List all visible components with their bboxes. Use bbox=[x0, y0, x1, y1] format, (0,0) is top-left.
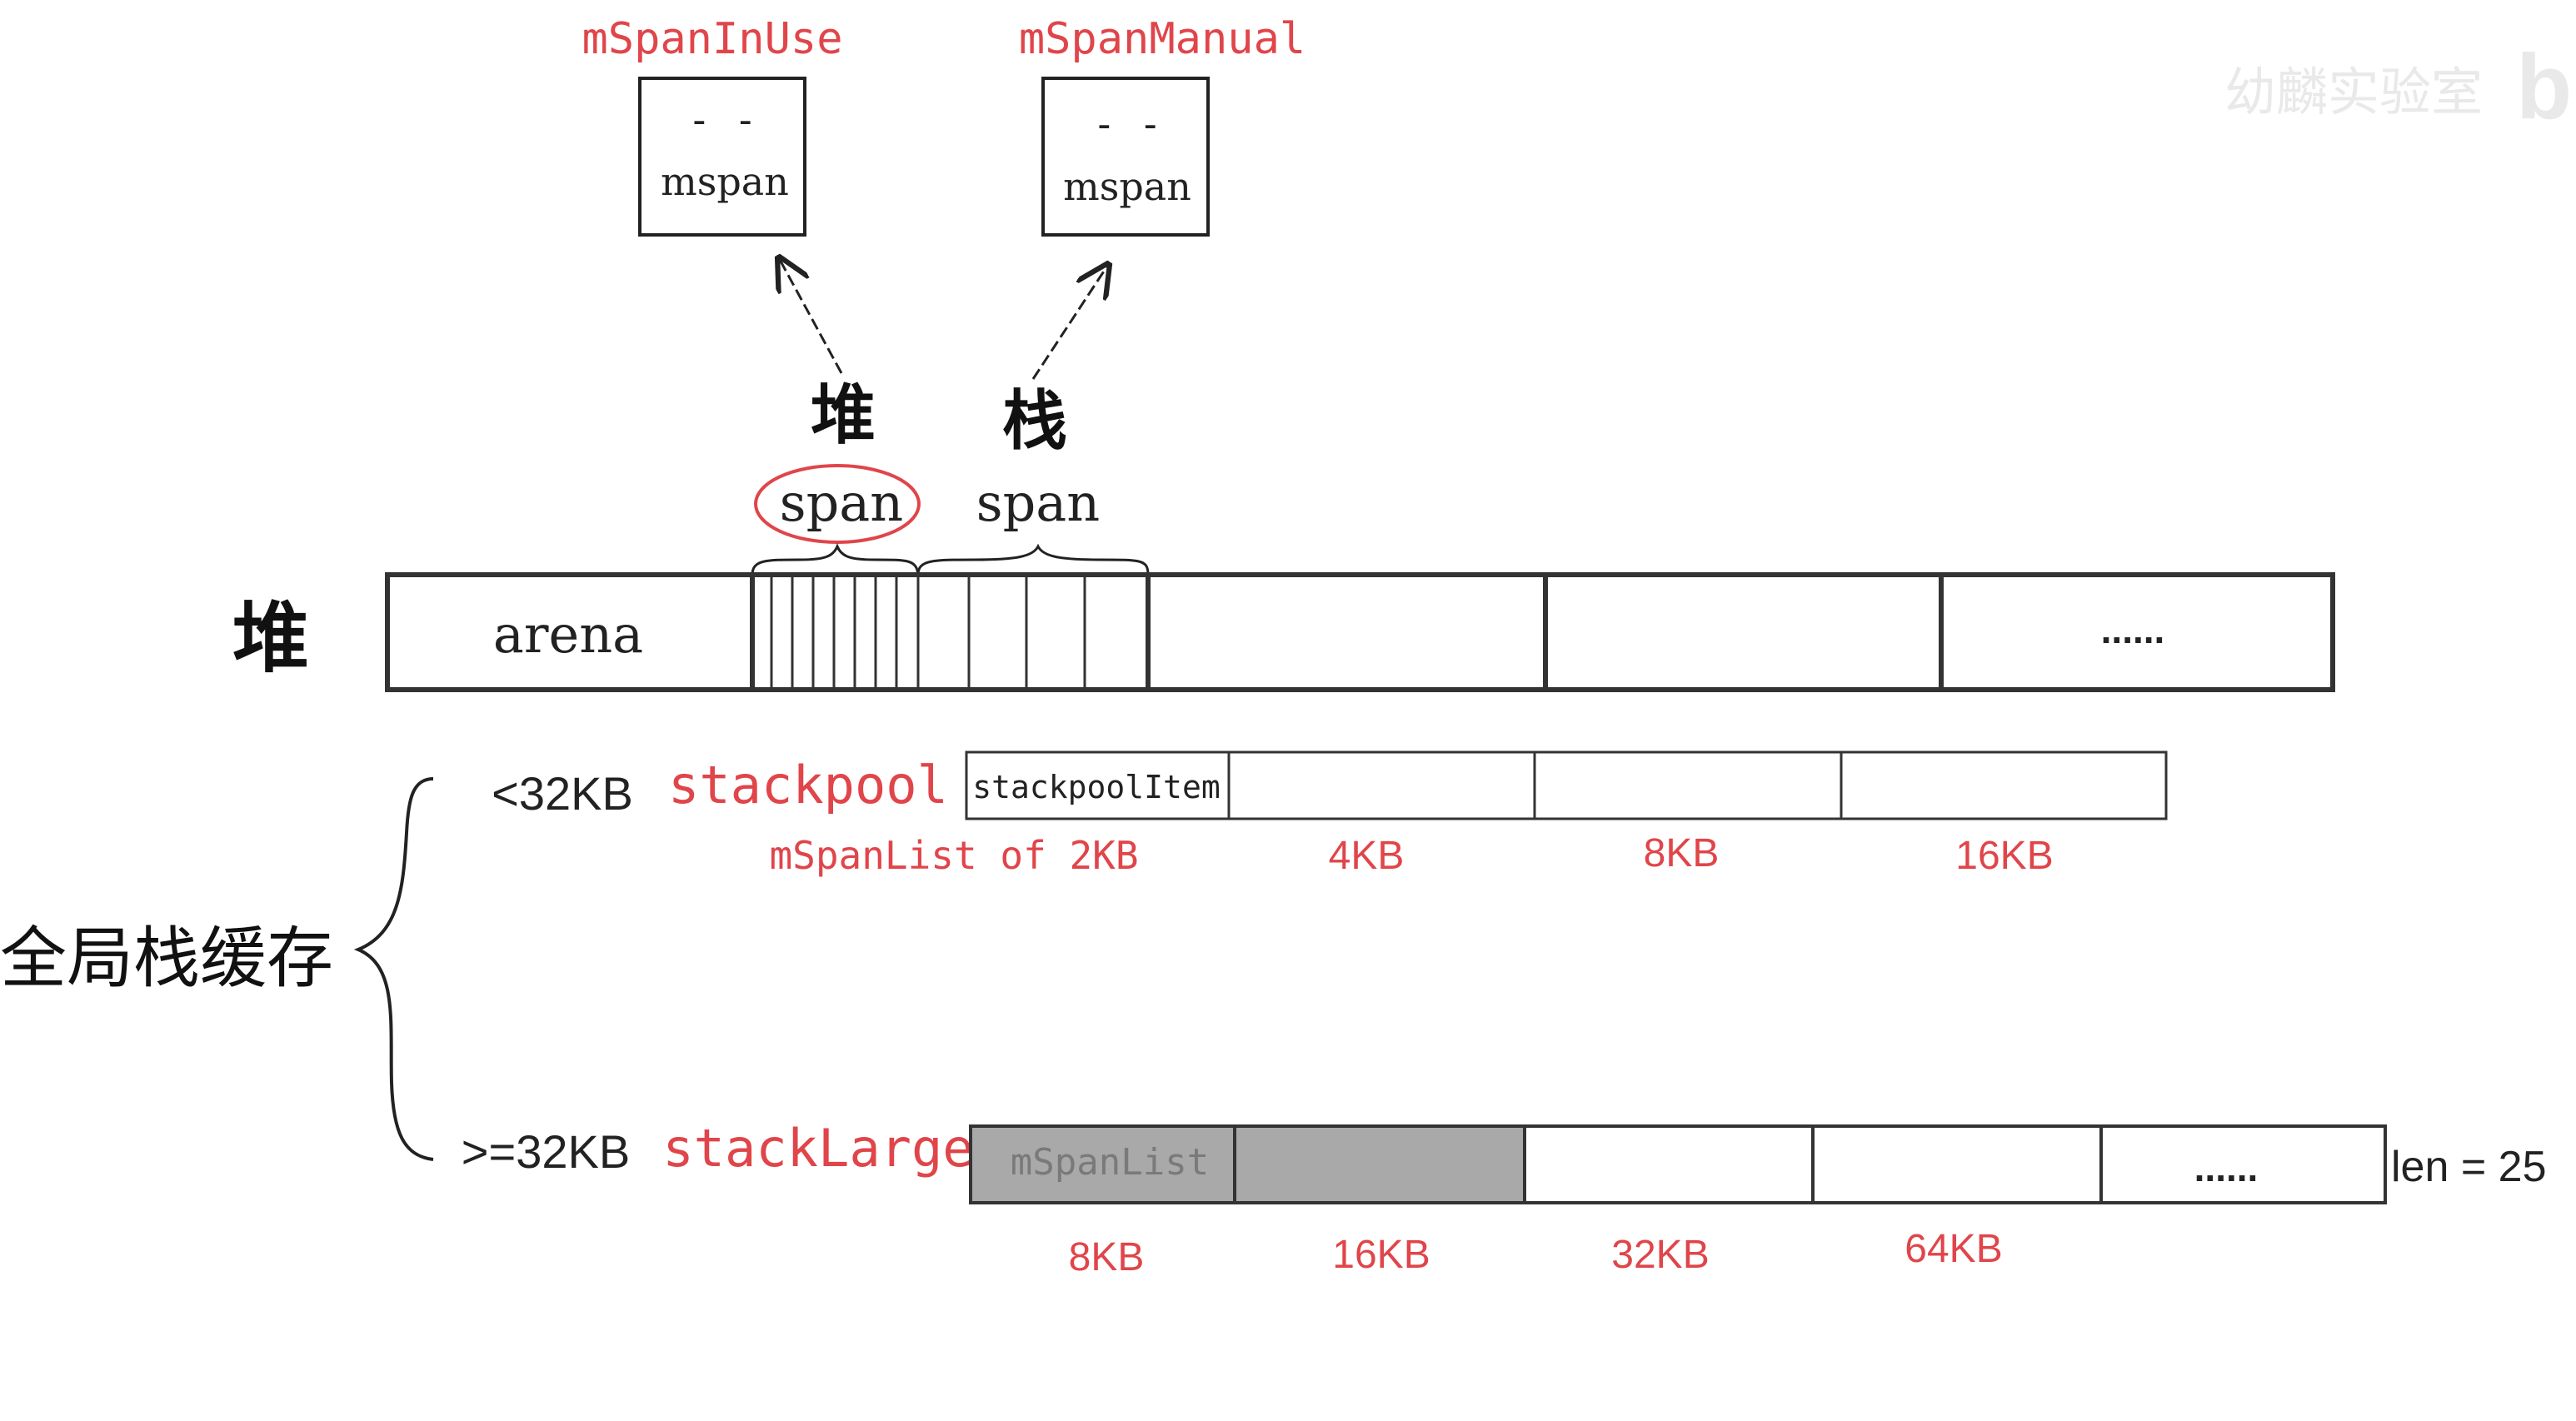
stacklarge-name: stackLarge bbox=[662, 1118, 973, 1179]
mspan-manual-label: mspan bbox=[1063, 164, 1191, 209]
stacklarge-cell-label: 16KB bbox=[1332, 1233, 1430, 1277]
heap-span-word: span bbox=[780, 472, 903, 533]
heap-row-label: 堆 bbox=[232, 596, 309, 681]
heap-span-circle bbox=[754, 464, 921, 544]
stacklarge-row: >=32KB stackLarge mSpanList ...... len =… bbox=[462, 1118, 2547, 1279]
global-stack-cache-label: 全局栈缓存 bbox=[0, 920, 333, 997]
stackpool-cell-label: 8KB bbox=[1644, 831, 1720, 875]
mspan-in-use-marks: - - bbox=[687, 97, 756, 142]
stacklarge-first-cell-label: mSpanList bbox=[1011, 1141, 1209, 1184]
stackpool-row: <32KB stackpool stackpoolItem mSpanList … bbox=[492, 750, 2168, 878]
mspan-in-use-box bbox=[638, 77, 806, 237]
arena-label: arena bbox=[493, 604, 643, 665]
stacklarge-shaded-cells bbox=[969, 1124, 1526, 1204]
stackpool-size-label: <32KB bbox=[492, 767, 633, 820]
stackpool-item-label: stackpoolItem bbox=[972, 769, 1220, 805]
stacklarge-len-label: len = 25 bbox=[2391, 1143, 2547, 1191]
mspan-in-use-label: mspan bbox=[661, 159, 789, 204]
heap-bar-outline bbox=[385, 572, 2335, 692]
mspan-manual-box bbox=[1041, 77, 1210, 237]
stacklarge-size-label: >=32KB bbox=[462, 1125, 630, 1178]
arrow-stack-span-to-manual bbox=[1031, 265, 1108, 380]
heap-kind-label: 堆 bbox=[811, 378, 876, 451]
stack-span-pages bbox=[967, 575, 1086, 690]
stacklarge-cell-label: 8KB bbox=[1069, 1235, 1145, 1279]
heap-span-pages bbox=[770, 575, 920, 690]
mspan-in-use-title: mSpanInUse bbox=[582, 14, 842, 64]
stacklarge-cell-label: 32KB bbox=[1611, 1233, 1709, 1277]
heap-bar: arena ...... bbox=[385, 572, 2335, 692]
heap-span-brace bbox=[751, 543, 920, 576]
stackpool-cell-label: mSpanList of 2KB bbox=[769, 833, 1138, 878]
watermark: 幼麟实验室 b bbox=[2224, 36, 2572, 138]
stackpool-cell-label: 4KB bbox=[1329, 834, 1405, 878]
stack-span-word: span bbox=[976, 472, 1100, 533]
stackpool-name: stackpool bbox=[668, 755, 948, 815]
mspan-manual-title: mSpanManual bbox=[1019, 14, 1305, 64]
arrow-heap-span-to-in-use bbox=[779, 258, 843, 374]
stacklarge-ellipsis: ...... bbox=[2194, 1146, 2259, 1189]
mspan-manual-marks: - - bbox=[1092, 102, 1161, 147]
stack-kind-label: 栈 bbox=[1002, 384, 1067, 457]
stack-span-brace bbox=[916, 543, 1150, 576]
heap-ellipsis: ...... bbox=[2101, 608, 2165, 651]
watermark-logo-icon: b bbox=[2516, 36, 2572, 138]
watermark-text: 幼麟实验室 bbox=[2224, 64, 2483, 122]
stackpool-cell-label: 16KB bbox=[1955, 834, 2053, 878]
mspan-in-use-group: mSpanInUse - - mspan bbox=[582, 14, 843, 237]
mspan-manual-group: mSpanManual - - mspan bbox=[1019, 14, 1305, 237]
stacklarge-cell-label: 64KB bbox=[1905, 1227, 2002, 1271]
global-stack-cache-brace bbox=[353, 777, 434, 1161]
stackpool-array bbox=[965, 750, 2168, 820]
